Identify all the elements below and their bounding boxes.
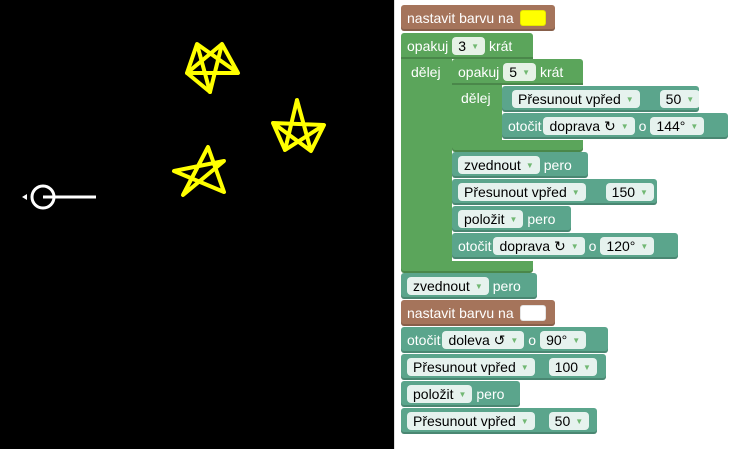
repeat-outer-arm [401, 59, 452, 262]
set-color-label-2: nastavit barvu na [407, 305, 514, 321]
move-dropdown-3[interactable]: Přesunout vpřed▼ [407, 358, 535, 376]
blocks-workspace[interactable]: nastavit barvu na opakuj 3▼ krát dělej o… [394, 0, 739, 449]
repeat-inner-suffix: krát [539, 64, 564, 80]
turn-label-2: otočit [458, 238, 492, 254]
repeat-inner-block[interactable]: opakuj 5▼ krát [452, 59, 583, 85]
repeat-outer-block[interactable]: opakuj 3▼ krát [401, 33, 533, 59]
star-4 [172, 145, 226, 197]
repeat-inner-bottom [452, 140, 583, 152]
pen-up-dropdown[interactable]: zvednout▼ [458, 156, 540, 174]
turn-label: otočit [508, 118, 542, 134]
turn-angle-field-3[interactable]: 90°▼ [540, 331, 587, 349]
move-value-field[interactable]: 50▼ [659, 90, 701, 108]
turn-block-3[interactable]: otočit doleva ↺▼ o 90°▼ [401, 327, 608, 353]
move-dropdown-2[interactable]: Přesunout vpřed▼ [458, 183, 586, 201]
pen-down-block-1[interactable]: položit▼ pero [452, 206, 571, 232]
move-forward-block-2[interactable]: Přesunout vpřed▼ 150▼ [452, 179, 657, 205]
star-2 [185, 42, 212, 94]
turn-direction-dropdown-3[interactable]: doleva ↺▼ [442, 331, 525, 349]
repeat-label: opakuj [407, 38, 449, 54]
turn-block-2[interactable]: otočit doprava ↻▼ o 120°▼ [452, 233, 678, 259]
repeat-inner-count-field[interactable]: 5▼ [503, 63, 536, 81]
move-forward-block-4[interactable]: Přesunout vpřed▼ 50▼ [401, 408, 597, 434]
turn-angle-field-2[interactable]: 120°▼ [600, 237, 655, 255]
turn-by: o [638, 118, 647, 134]
move-forward-block-3[interactable]: Přesunout vpřed▼ 100▼ [401, 354, 606, 380]
pen-up-block-1[interactable]: zvednout▼ pero [452, 152, 588, 178]
set-color-block-2[interactable]: nastavit barvu na [401, 300, 555, 326]
turn-angle-field[interactable]: 144°▼ [650, 117, 705, 135]
drawing-canvas [0, 0, 394, 449]
pen-label: pero [543, 157, 572, 173]
pen-label-4: pero [476, 386, 505, 402]
turn-direction-dropdown[interactable]: doprava ↻▼ [543, 117, 635, 135]
pen-down-block-2[interactable]: položit▼ pero [401, 381, 520, 407]
repeat-inner-arm [452, 85, 502, 142]
repeat-outer-bottom [401, 261, 533, 273]
pen-label-2: pero [527, 211, 556, 227]
move-value-field-4[interactable]: 50▼ [548, 412, 590, 430]
move-dropdown-4[interactable]: Přesunout vpřed▼ [407, 412, 535, 430]
repeat-inner-label: opakuj [458, 64, 500, 80]
move-dropdown[interactable]: Přesunout vpřed▼ [512, 90, 640, 108]
color-picker-white[interactable] [519, 305, 546, 321]
move-forward-block-1[interactable]: Přesunout vpřed▼ 50▼ [502, 86, 701, 112]
pen-up-dropdown-2[interactable]: zvednout▼ [407, 277, 489, 295]
turn-label-3: otočit [407, 332, 441, 348]
turn-block-1[interactable]: otočit doprava ↻▼ o 144°▼ [502, 113, 728, 139]
turn-by-2: o [588, 238, 597, 254]
turn-by-3: o [528, 332, 537, 348]
turn-direction-dropdown-2[interactable]: doprava ↻▼ [493, 237, 585, 255]
star-4-edge [181, 146, 210, 196]
set-color-label: nastavit barvu na [407, 10, 514, 26]
color-picker-yellow[interactable] [519, 10, 546, 26]
pen-label-3: pero [492, 278, 521, 294]
move-value-field-3[interactable]: 100▼ [548, 358, 597, 376]
star-1 [185, 42, 240, 94]
turtle-drawing [22, 42, 326, 210]
repeat-count-field[interactable]: 3▼ [452, 37, 485, 55]
set-color-block-1[interactable]: nastavit barvu na [401, 5, 555, 31]
repeat-suffix: krát [488, 38, 513, 54]
pen-down-dropdown[interactable]: položit▼ [458, 210, 524, 228]
repeat-outer-do-label: dělej [411, 64, 441, 80]
turtle-pointer-icon [22, 194, 27, 200]
star-2-edge [195, 42, 240, 75]
star-3 [271, 98, 326, 153]
pen-up-block-2[interactable]: zvednout▼ pero [401, 273, 537, 299]
pen-down-dropdown-2[interactable]: položit▼ [407, 385, 473, 403]
star-3-edge-b [271, 122, 287, 151]
repeat-inner-do-label: dělej [461, 90, 491, 106]
move-value-field-2[interactable]: 150▼ [605, 183, 654, 201]
